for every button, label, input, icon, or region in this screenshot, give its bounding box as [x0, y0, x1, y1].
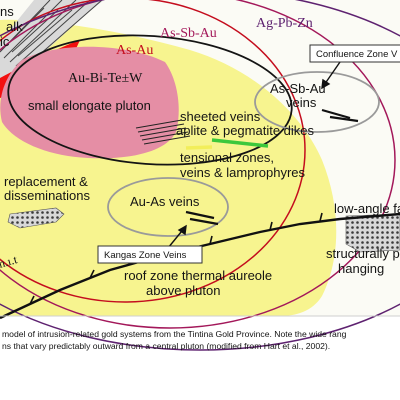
- kangas-callout-box: [97, 245, 203, 264]
- roof-zone-label-1: roof zone thermal aureole: [124, 268, 272, 283]
- ring-as-sb-au: [0, 0, 396, 329]
- left-edge-label: n.ı.t: [0, 252, 19, 271]
- au-as-callout-ellipse: [107, 177, 229, 237]
- caption-line-1: model of intrusion-related gold systems …: [2, 329, 347, 339]
- low-angle-fault-label: low-angle fa: [334, 201, 400, 216]
- ring-as-au: [0, 0, 306, 303]
- vein-symbols: [185, 108, 359, 226]
- zone-label-as-sb-au: As-Sb-Au: [160, 26, 217, 41]
- zone-label-ag-pb-zn: Ag-Pb-Zn: [256, 16, 313, 31]
- as-sb-au-callout-ellipse: [254, 71, 380, 133]
- top-left-text-2: alk: [6, 19, 23, 34]
- structurally-label-1: structurally p: [326, 246, 400, 261]
- sheeted-veins: [135, 119, 191, 145]
- replacement-label-2: disseminations: [4, 188, 90, 203]
- au-as-veins-label: Au-As veins: [130, 194, 200, 209]
- pluton-outline: [7, 34, 293, 166]
- pluton-minerals-label: Au-Bi-Te±W: [68, 71, 143, 86]
- kangas-callout-text: Kangas Zone Veins: [104, 250, 187, 261]
- ring-ag-pb-zn: [0, 0, 400, 351]
- confluence-callout-text: Confluence Zone V: [316, 49, 398, 60]
- tensional-label-1: tensional zones,: [180, 150, 274, 165]
- as-sb-au-veins-label-1: As-Sb-Au: [270, 81, 326, 96]
- top-left-text-3: ic: [0, 34, 10, 49]
- roof-zone-label-2: above pluton: [146, 283, 220, 298]
- replacement-zone-left: [7, 207, 65, 229]
- zone-label-as-au: As-Au: [116, 43, 153, 58]
- confluence-callout-box: [309, 44, 400, 63]
- replacement-label-1: replacement &: [4, 174, 88, 189]
- as-sb-au-veins-label-2: veins: [286, 95, 317, 110]
- caption-line-2: ns that vary predictably outward from a …: [2, 341, 330, 351]
- pluton-label: small elongate pluton: [28, 98, 151, 113]
- green-dike: [211, 138, 269, 148]
- aplite-label: aplite & pegmatite dikes: [176, 123, 315, 138]
- sheeted-veins-label: sheeted veins: [180, 109, 261, 124]
- pluton: [0, 46, 179, 159]
- top-left-text-1: ns: [0, 4, 14, 19]
- tensional-label-2: veins & lamprophyres: [180, 165, 305, 180]
- callout-arrows: [167, 61, 341, 249]
- yellow-dike: [185, 145, 213, 150]
- structurally-label-2: hanging: [338, 261, 384, 276]
